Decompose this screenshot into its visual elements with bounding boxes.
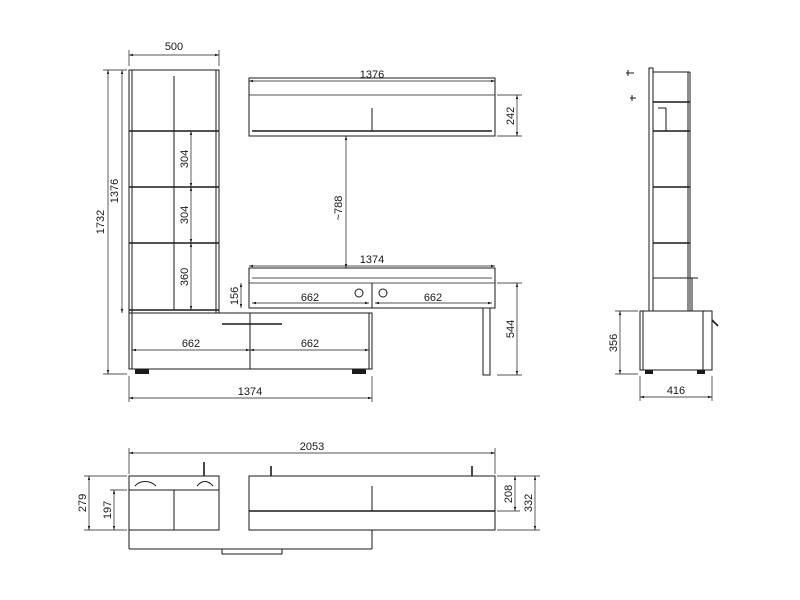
dim-shelf-width: 500 [165, 41, 183, 53]
dim-cell-3: 360 [179, 268, 191, 286]
dim-top-depth-tv: 332 [523, 494, 535, 512]
side-view: 356 416 [608, 67, 719, 401]
dim-tv-cell-left: 662 [301, 292, 319, 304]
dim-top-total-width: 2053 [300, 441, 324, 453]
dim-total-height: 1732 [95, 210, 107, 234]
dim-top-depth-wall: 208 [503, 485, 515, 503]
dim-shelf-inner-height: 1376 [109, 179, 121, 203]
dim-tv-h: 156 [229, 287, 241, 305]
base-cabinet [128, 312, 373, 374]
dim-gap: ~788 [333, 196, 345, 221]
dim-cell-2: 304 [179, 206, 191, 224]
front-view: 500 1732 1376 304 304 360 1376 242 ~788 … [95, 41, 522, 402]
dim-top-depth-shelf: 197 [102, 501, 114, 519]
dim-wall-width: 1376 [360, 69, 384, 81]
dim-tv-cell-right: 662 [424, 292, 442, 304]
dim-top-depth-total: 279 [77, 494, 89, 512]
dim-base-cell-right: 662 [301, 338, 319, 350]
dim-base-width: 1374 [238, 386, 262, 398]
dim-cell-1: 304 [179, 150, 191, 168]
dim-base-cell-left: 662 [182, 338, 200, 350]
bookshelf [128, 69, 220, 314]
wall-shelf [248, 77, 496, 137]
dim-side-depth: 416 [667, 385, 685, 397]
dim-tv-width: 1374 [360, 254, 384, 266]
top-view: 2053 279 197 208 332 [77, 441, 540, 555]
tv-unit [248, 267, 496, 376]
dim-tv-height: 544 [505, 320, 517, 338]
dim-wall-height: 242 [505, 107, 517, 125]
dim-side-base-height: 356 [608, 334, 620, 352]
